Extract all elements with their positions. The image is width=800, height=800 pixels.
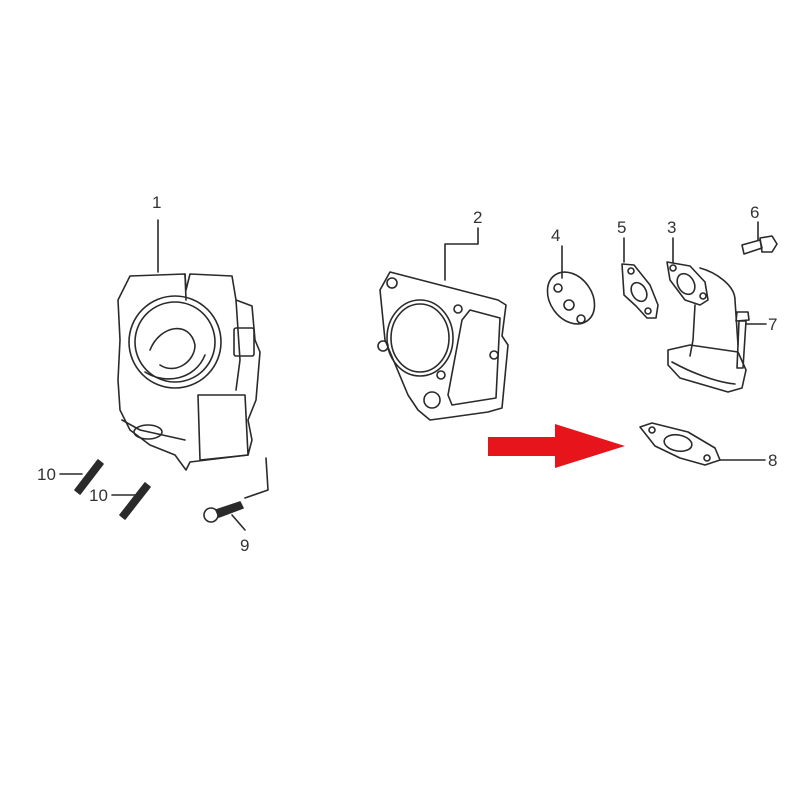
- flange-bolt-6-part: [741, 221, 778, 255]
- intake-gasket-part: [621, 237, 659, 319]
- bolt-7-part: [735, 311, 767, 369]
- intake-manifold-gasket-part: [639, 422, 766, 466]
- callout-label-7: 7: [768, 315, 778, 334]
- red-arrow-icon: [488, 424, 625, 468]
- callout-label-10a: 10: [37, 465, 56, 484]
- callout-label-10b: 10: [89, 486, 108, 505]
- cylinder-head-part: [117, 219, 261, 471]
- callout-label-8: 8: [768, 451, 778, 470]
- stud-bolts-part: [59, 459, 151, 520]
- flange-bolt-9-part: [203, 457, 269, 531]
- callout-label-6: 6: [750, 203, 760, 222]
- callout-label-5: 5: [617, 218, 627, 237]
- intake-manifold-part: [666, 237, 747, 393]
- callout-label-1: 1: [152, 193, 162, 212]
- callout-label-2: 2: [473, 208, 483, 227]
- callout-label-3: 3: [667, 218, 677, 237]
- cylinder-head-gasket-part: [377, 227, 509, 421]
- round-gasket-part: [546, 245, 596, 325]
- callout-label-9: 9: [240, 536, 250, 555]
- callout-label-4: 4: [551, 226, 561, 245]
